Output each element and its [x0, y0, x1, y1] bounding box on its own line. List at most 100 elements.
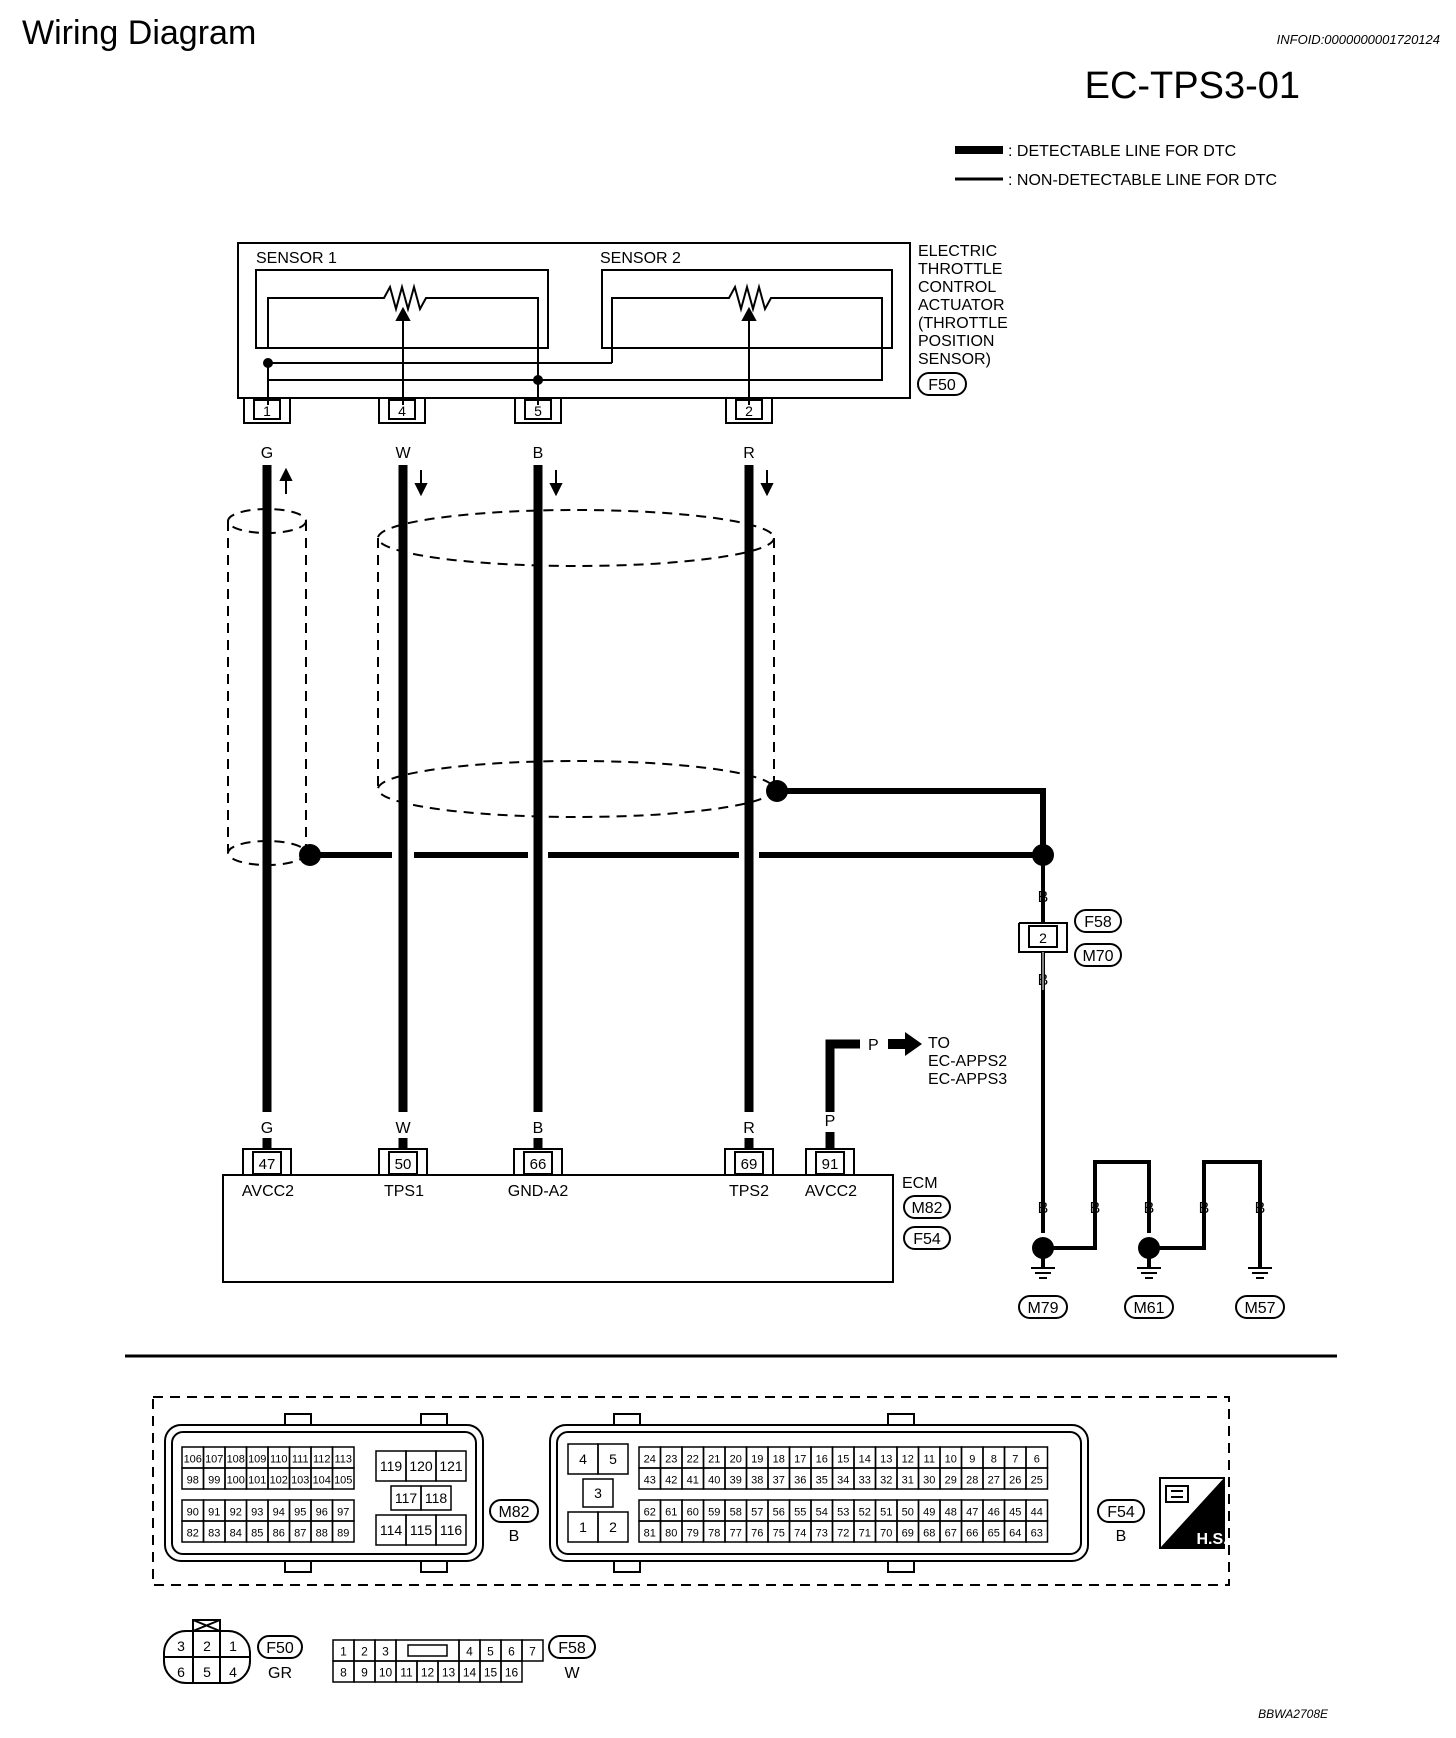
actuator-pin: 2	[745, 403, 753, 419]
ecm-pin: 50	[395, 1156, 412, 1173]
m82-pin: 88	[316, 1528, 328, 1540]
m82-pin: 117	[395, 1490, 418, 1506]
f54-pin: 59	[708, 1507, 720, 1519]
f54-pin: 24	[644, 1454, 656, 1466]
m82-pin: 93	[251, 1507, 263, 1519]
ground-branch-color: B	[1038, 1200, 1049, 1217]
ecm-terminal-name: TPS2	[729, 1183, 769, 1200]
f54-pin: 40	[708, 1475, 720, 1487]
m82-pin: 94	[273, 1507, 285, 1519]
f58-pin: 6	[508, 1645, 515, 1659]
f50-connector-view	[163, 1619, 303, 1684]
f54-pin: 20	[730, 1454, 742, 1466]
m82-pin: 106	[184, 1454, 202, 1466]
f54-pin: 16	[816, 1454, 828, 1466]
f58-pin: 7	[529, 1645, 536, 1659]
actuator-pin: 1	[263, 403, 271, 419]
f54-pin: 7	[1012, 1454, 1018, 1466]
f54-pin: 58	[730, 1507, 742, 1519]
actuator-label-line: ELECTRIC	[918, 243, 997, 260]
f58-pin: 9	[361, 1666, 368, 1680]
apps-feed	[825, 1039, 860, 1112]
f54-pin: 75	[773, 1528, 785, 1540]
ecm-connector-id: F54	[913, 1231, 941, 1248]
m82-pin: 101	[248, 1475, 266, 1487]
f54-pin: 71	[859, 1528, 871, 1540]
feed-wire-color: P	[825, 1113, 836, 1130]
f54-pin: 11	[924, 1454, 935, 1466]
ecm-terminal-name: AVCC2	[805, 1183, 857, 1200]
ecm-connector-id: M82	[911, 1200, 942, 1217]
m82-pin: 114	[380, 1522, 403, 1538]
m82-pin: 116	[440, 1522, 463, 1538]
f54-pin: 80	[665, 1528, 677, 1540]
f54-pin: 64	[1009, 1528, 1021, 1540]
f54-pin: 27	[988, 1475, 1000, 1487]
ecm-box	[222, 1174, 894, 1283]
f54-pin: 51	[880, 1507, 892, 1519]
ground-branch-color: B	[1199, 1200, 1210, 1217]
f54-pin: 23	[665, 1454, 677, 1466]
m82-pin: 87	[294, 1528, 306, 1540]
actuator-pin: 4	[398, 403, 406, 419]
actuator-pins	[243, 398, 773, 424]
connector-views-frame	[152, 1396, 1230, 1586]
m82-pin: 108	[227, 1454, 245, 1466]
f54-pin: 12	[902, 1454, 914, 1466]
f54-pin: 78	[708, 1528, 720, 1540]
f58-pin: 16	[505, 1666, 519, 1680]
f54-pin: 77	[730, 1528, 742, 1540]
f54-pin: 65	[988, 1528, 1000, 1540]
f54-pin-cell	[597, 1511, 629, 1543]
m82-pin: 120	[409, 1458, 433, 1474]
f54-pin: 29	[945, 1475, 957, 1487]
ground-wire-color: B	[1038, 889, 1049, 906]
f50-pin: 4	[229, 1664, 237, 1680]
m82-pin: 104	[313, 1475, 331, 1487]
m82-pin: 86	[273, 1528, 285, 1540]
f54-pin: 5	[609, 1451, 617, 1467]
f54-pin: 74	[794, 1528, 806, 1540]
ecm-pin: 91	[822, 1156, 839, 1173]
ground-branch-color: B	[1255, 1200, 1266, 1217]
m82-pin: 107	[205, 1454, 223, 1466]
ecm-terminal-name: GND-A2	[508, 1183, 569, 1200]
f54-pin: 67	[945, 1528, 957, 1540]
f58-view-id: F58	[558, 1640, 586, 1657]
wire-shields	[227, 508, 775, 866]
f54-pin: 69	[902, 1528, 914, 1540]
f50-pin: 5	[203, 1664, 211, 1680]
m82-pin: 110	[270, 1454, 288, 1466]
f54-pin: 18	[773, 1454, 785, 1466]
f54-pin: 50	[902, 1507, 914, 1519]
legend-detectable: : DETECTABLE LINE FOR DTC	[1008, 143, 1236, 160]
f54-pin-cell	[1025, 1467, 1049, 1490]
detectable-wires	[262, 465, 754, 1112]
f54-pin-cell	[597, 1443, 629, 1475]
reference-target: EC-APPS3	[928, 1071, 1007, 1088]
m82-view-id: M82	[498, 1504, 529, 1521]
f54-pin: 68	[923, 1528, 935, 1540]
ground-splices	[299, 780, 1054, 866]
m82-pin: 85	[251, 1528, 263, 1540]
connector-icon	[1165, 1485, 1189, 1503]
ecm-pin: 47	[259, 1156, 276, 1173]
f54-pin: 53	[837, 1507, 849, 1519]
wire-color-label: R	[743, 445, 755, 462]
f58-view-color: W	[564, 1665, 580, 1682]
m82-pin: 115	[410, 1522, 433, 1538]
throttle-actuator	[237, 242, 911, 405]
ground-id: M79	[1027, 1300, 1058, 1317]
ecm-terminal-name: TPS1	[384, 1183, 424, 1200]
f54-pin: 22	[687, 1454, 699, 1466]
info-id: INFOID:0000000001720124	[1277, 32, 1440, 47]
actuator-label-line: (THROTTLE	[918, 315, 1008, 332]
f54-pin: 61	[665, 1507, 677, 1519]
f54-pin: 43	[644, 1475, 656, 1487]
m82-connector	[164, 1413, 484, 1573]
m82-pin: 82	[187, 1528, 199, 1540]
